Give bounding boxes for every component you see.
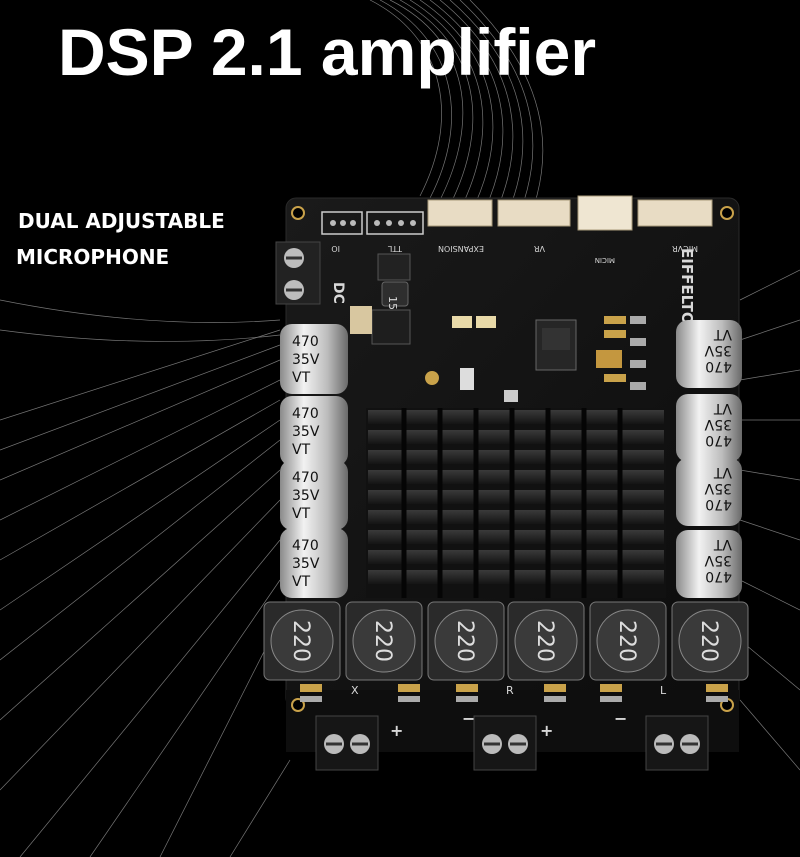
inductor: 220 — [263, 601, 341, 681]
capacitors-left: 470 35V VT 470 35V VT 470 35V VT 470 35V… — [280, 324, 348, 598]
feature-line-1: DUAL ADJUSTABLE — [18, 209, 225, 233]
svg-text:35V: 35V — [704, 480, 732, 496]
speaker-terminal — [645, 715, 709, 771]
svg-text:470: 470 — [705, 432, 732, 448]
svg-text:220: 220 — [452, 620, 477, 662]
output-terminals — [315, 715, 709, 771]
svg-text:VT: VT — [713, 326, 732, 342]
speaker-terminal — [315, 715, 379, 771]
channel-x-label: X — [351, 684, 359, 697]
components: 150 — [350, 253, 646, 402]
svg-text:470: 470 — [292, 470, 319, 486]
capacitor: 470 35V VT — [676, 530, 742, 598]
inductor: 220 — [671, 601, 749, 681]
svg-text:VT: VT — [713, 400, 732, 416]
svg-text:220: 220 — [614, 620, 639, 662]
capacitor: 470 35V VT — [280, 460, 348, 530]
inductor: 220 — [427, 601, 505, 681]
capacitor: 470 35V VT — [676, 320, 742, 388]
top-connectors — [321, 195, 713, 235]
svg-text:VT: VT — [292, 442, 311, 458]
label-expansion: EXPANSION — [438, 244, 484, 253]
label-vr: VR — [534, 244, 545, 253]
svg-text:470: 470 — [292, 406, 319, 422]
capacitor: 470 35V VT — [280, 528, 348, 598]
heatsink — [366, 408, 666, 598]
svg-text:35V: 35V — [704, 342, 732, 358]
plus-label: + — [540, 721, 553, 740]
inductor: 220 — [507, 601, 585, 681]
label-ttl: TTL — [387, 244, 403, 253]
svg-text:470: 470 — [292, 334, 319, 350]
label-dc: DC — [330, 282, 346, 304]
label-io: IO — [331, 244, 340, 253]
channel-l-label: L — [660, 684, 667, 697]
capacitor: 470 35V VT — [280, 396, 348, 466]
svg-text:470: 470 — [705, 568, 732, 584]
inductors: 220 220 220 220 220 220 — [263, 601, 749, 681]
svg-text:VT: VT — [292, 574, 311, 590]
svg-text:35V: 35V — [704, 416, 732, 432]
minus-label: − — [614, 709, 627, 728]
svg-text:35V: 35V — [292, 556, 320, 572]
svg-text:35V: 35V — [292, 488, 320, 504]
channel-r-label: R — [506, 684, 514, 697]
inductor: 220 — [589, 601, 667, 681]
capacitor: 470 35V VT — [676, 394, 742, 462]
svg-text:35V: 35V — [704, 552, 732, 568]
svg-text:VT: VT — [292, 370, 311, 386]
connector-labels: IO TTL EXPANSION VR MICIN MICVR EIFFELTO… — [330, 244, 698, 337]
dc-terminal — [275, 241, 321, 305]
bottom-passives — [300, 684, 728, 702]
svg-text:220: 220 — [370, 620, 395, 662]
svg-text:VT: VT — [713, 464, 732, 480]
svg-text:35V: 35V — [292, 424, 320, 440]
label-micin: MICIN — [595, 256, 615, 264]
plus-label: + — [390, 721, 403, 740]
brand-label: EIFFELTON — [678, 248, 696, 337]
svg-text:VT: VT — [713, 536, 732, 552]
capacitor: 470 35V VT — [676, 458, 742, 526]
svg-text:470: 470 — [705, 358, 732, 374]
svg-text:220: 220 — [288, 620, 313, 662]
capacitors-right: 470 35V VT 470 35V VT 470 35V VT 47 — [676, 320, 742, 598]
headline: DSP 2.1 amplifier — [58, 15, 597, 89]
svg-text:470: 470 — [292, 538, 319, 554]
svg-text:VT: VT — [292, 506, 311, 522]
feature-line-2: MICROPHONE — [16, 245, 170, 269]
speaker-terminal — [473, 715, 537, 771]
capacitor: 470 35V VT — [280, 324, 348, 394]
label-micvr: MICVR — [672, 244, 698, 253]
minus-label: − — [462, 709, 475, 728]
inductor: 220 — [345, 601, 423, 681]
channel-labels: X R L + − + − — [351, 684, 667, 740]
svg-text:470: 470 — [705, 496, 732, 512]
svg-text:35V: 35V — [292, 352, 320, 368]
svg-text:220: 220 — [532, 620, 557, 662]
svg-text:220: 220 — [696, 620, 721, 662]
